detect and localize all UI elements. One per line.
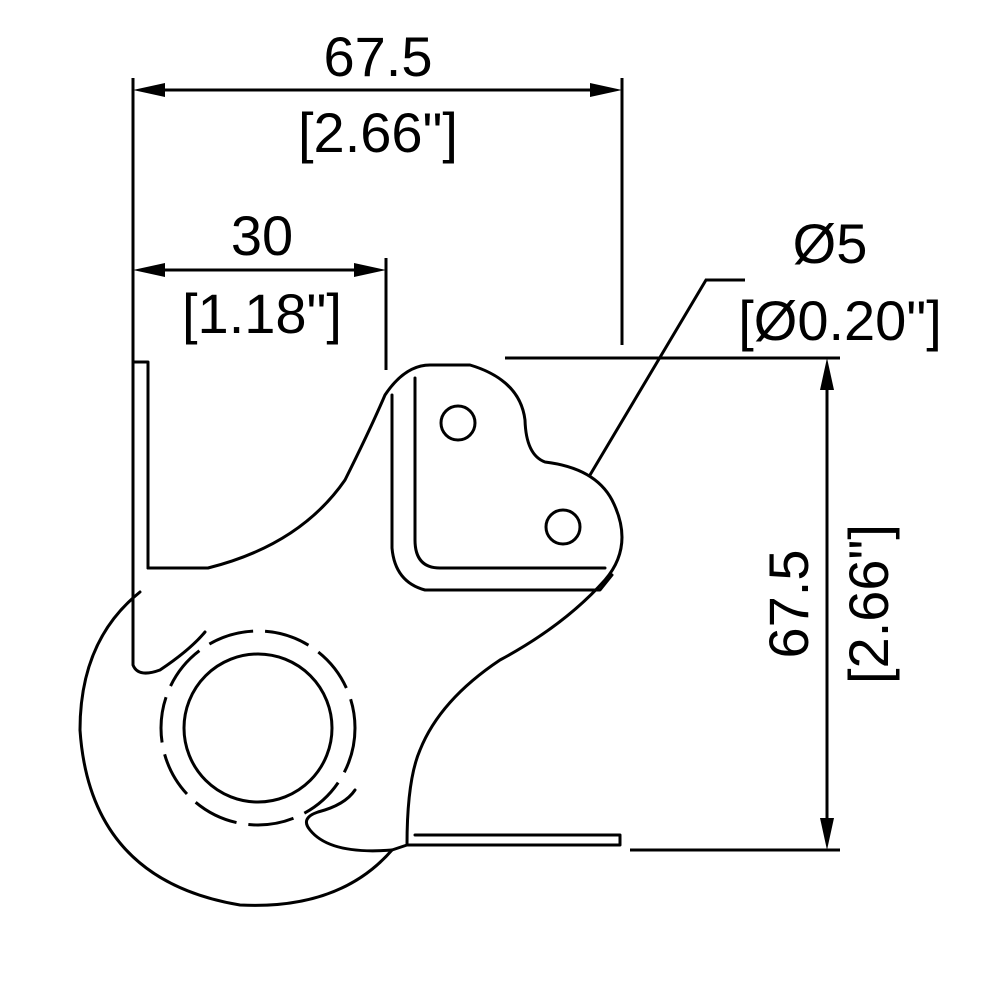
arrowhead-left [133,263,165,277]
plate-bend-line [390,393,614,592]
arrowhead-top [820,358,834,390]
dimension-overall-height: 67.5 [2.66"] [505,356,900,852]
dimension-hole-diameter: Ø5 [Ø0.20"] [588,212,942,476]
part-geometry [78,360,624,907]
dimension-value-imperial: [Ø0.20"] [738,289,942,352]
dimension-value-metric: 67.5 [757,550,820,659]
dimension-value-imperial: [1.18"] [182,282,342,345]
leader-line [588,278,745,476]
body-outline [131,360,624,853]
dimension-value-metric: Ø5 [793,212,868,275]
dimension-inner-width: 30 [1.18"] [133,204,388,370]
dimension-value-imperial: [2.66"] [837,524,900,684]
dimension-value-imperial: [2.66"] [298,101,458,164]
arrowhead-right [354,263,386,277]
arrowhead-right [590,83,622,97]
mounting-hole-upper [439,404,477,442]
arrowhead-bottom [820,818,834,850]
outer-lobe [78,590,394,907]
left-flange [131,360,150,570]
dimension-overall-width: 67.5 [2.66"] [131,25,624,395]
ball-socket-bore [182,652,334,804]
ball-socket-outer-ring [159,629,357,827]
arrowhead-left [133,83,165,97]
inner-bent-plate [413,376,607,570]
dimension-value-metric: 30 [231,204,293,267]
mounting-hole-lower [544,508,582,546]
dimension-value-metric: 67.5 [324,25,433,88]
